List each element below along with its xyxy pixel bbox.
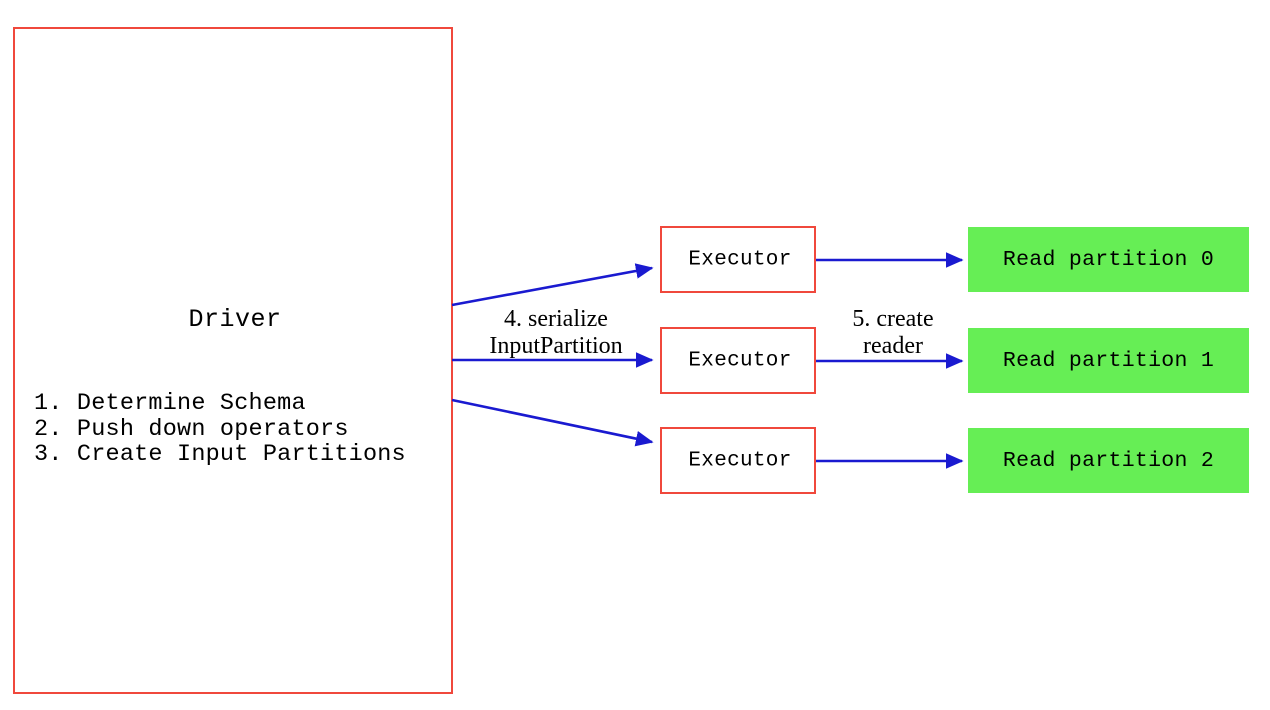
executor-label-2: Executor: [688, 449, 792, 472]
read-partition-box-0[interactable]: Read partition 0: [968, 227, 1249, 292]
executor-box-2[interactable]: Executor: [660, 427, 816, 494]
executor-label-1: Executor: [688, 349, 792, 372]
driver-box[interactable]: Driver 1. Determine Schema 2. Push down …: [13, 27, 453, 694]
edge-label-serialize-input-partition: 4. serialize InputPartition: [489, 306, 623, 359]
read-partition-box-2[interactable]: Read partition 2: [968, 428, 1249, 493]
driver-steps-list: 1. Determine Schema 2. Push down operato…: [34, 390, 406, 468]
executor-box-0[interactable]: Executor: [660, 226, 816, 293]
read-partition-label-1: Read partition 1: [1002, 348, 1215, 373]
read-partition-label-0: Read partition 0: [1002, 247, 1215, 272]
read-partition-box-1[interactable]: Read partition 1: [968, 328, 1249, 393]
read-partition-label-2: Read partition 2: [1002, 448, 1215, 473]
edge-label-create-reader: 5. create reader: [852, 306, 934, 359]
executor-box-1[interactable]: Executor: [660, 327, 816, 394]
arrow-driver-to-executor-2: [451, 398, 654, 447]
driver-title: Driver: [188, 305, 282, 334]
arrow-driver-to-executor-0: [451, 263, 654, 307]
executor-label-0: Executor: [688, 248, 792, 271]
